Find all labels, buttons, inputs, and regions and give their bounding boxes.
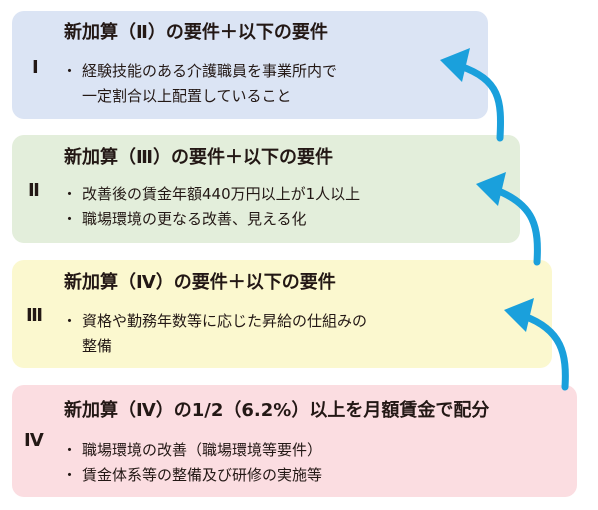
tier-2-requirement-2-line-1: 職場環境の更なる改善、見える化: [82, 210, 307, 228]
tier-3-requirement-1: 資格や勤務年数等に応じた昇給の仕組みの 整備: [62, 309, 368, 359]
tier-3-requirement-1-line-2: 整備: [82, 337, 113, 355]
tier-2-numeral: Ⅱ: [28, 180, 40, 201]
tier-4-numeral: Ⅳ: [24, 430, 44, 451]
tier-1-requirement-1-line-2: 一定割合以上配置していること: [82, 87, 292, 105]
tier-3-requirements: 資格や勤務年数等に応じた昇給の仕組みの 整備: [62, 309, 368, 359]
tier-2-box: Ⅱ 新加算（Ⅲ）の要件＋以下の要件 改善後の賃金年額440万円以上が1人以上 職…: [12, 135, 520, 243]
tier-1-requirement-1: 経験技能のある介護職員を事業所内で 一定割合以上配置していること: [62, 59, 338, 109]
tier-4-requirement-2: 賃金体系等の整備及び研修の実施等: [62, 463, 323, 488]
tier-3-box: Ⅲ 新加算（Ⅳ）の要件＋以下の要件 資格や勤務年数等に応じた昇給の仕組みの 整備: [12, 260, 552, 368]
tier-4-requirement-2-line-1: 賃金体系等の整備及び研修の実施等: [82, 466, 323, 484]
tier-2-heading: 新加算（Ⅲ）の要件＋以下の要件: [64, 147, 334, 168]
tier-4-requirement-1: 職場環境の改善（職場環境等要件）: [62, 438, 323, 463]
tier-2-requirement-1-line-1: 改善後の賃金年額440万円以上が1人以上: [82, 185, 361, 203]
tier-3-heading: 新加算（Ⅳ）の要件＋以下の要件: [64, 272, 336, 293]
tier-1-numeral: Ⅰ: [32, 57, 39, 78]
tier-2-requirements: 改善後の賃金年額440万円以上が1人以上 職場環境の更なる改善、見える化: [62, 182, 361, 232]
tier-4-requirements: 職場環境の改善（職場環境等要件） 賃金体系等の整備及び研修の実施等: [62, 438, 323, 488]
tier-2-requirement-1: 改善後の賃金年額440万円以上が1人以上: [62, 182, 361, 207]
tier-1-requirement-1-line-1: 経験技能のある介護職員を事業所内で: [82, 62, 338, 80]
tier-1-requirements: 経験技能のある介護職員を事業所内で 一定割合以上配置していること: [62, 59, 338, 109]
tier-3-numeral: Ⅲ: [26, 305, 44, 326]
tier-1-box: Ⅰ 新加算（Ⅱ）の要件＋以下の要件 経験技能のある介護職員を事業所内で 一定割合…: [12, 11, 488, 119]
tier-4-box: Ⅳ 新加算（Ⅳ）の1/2（6.2%）以上を月額賃金で配分 職場環境の改善（職場環…: [12, 385, 577, 497]
tier-4-requirement-1-line-1: 職場環境の改善（職場環境等要件）: [82, 441, 323, 459]
tier-2-requirement-2: 職場環境の更なる改善、見える化: [62, 207, 360, 232]
tier-4-heading: 新加算（Ⅳ）の1/2（6.2%）以上を月額賃金で配分: [64, 400, 490, 421]
tier-1-heading: 新加算（Ⅱ）の要件＋以下の要件: [64, 22, 328, 43]
tier-3-requirement-1-line-1: 資格や勤務年数等に応じた昇給の仕組みの: [82, 312, 368, 330]
